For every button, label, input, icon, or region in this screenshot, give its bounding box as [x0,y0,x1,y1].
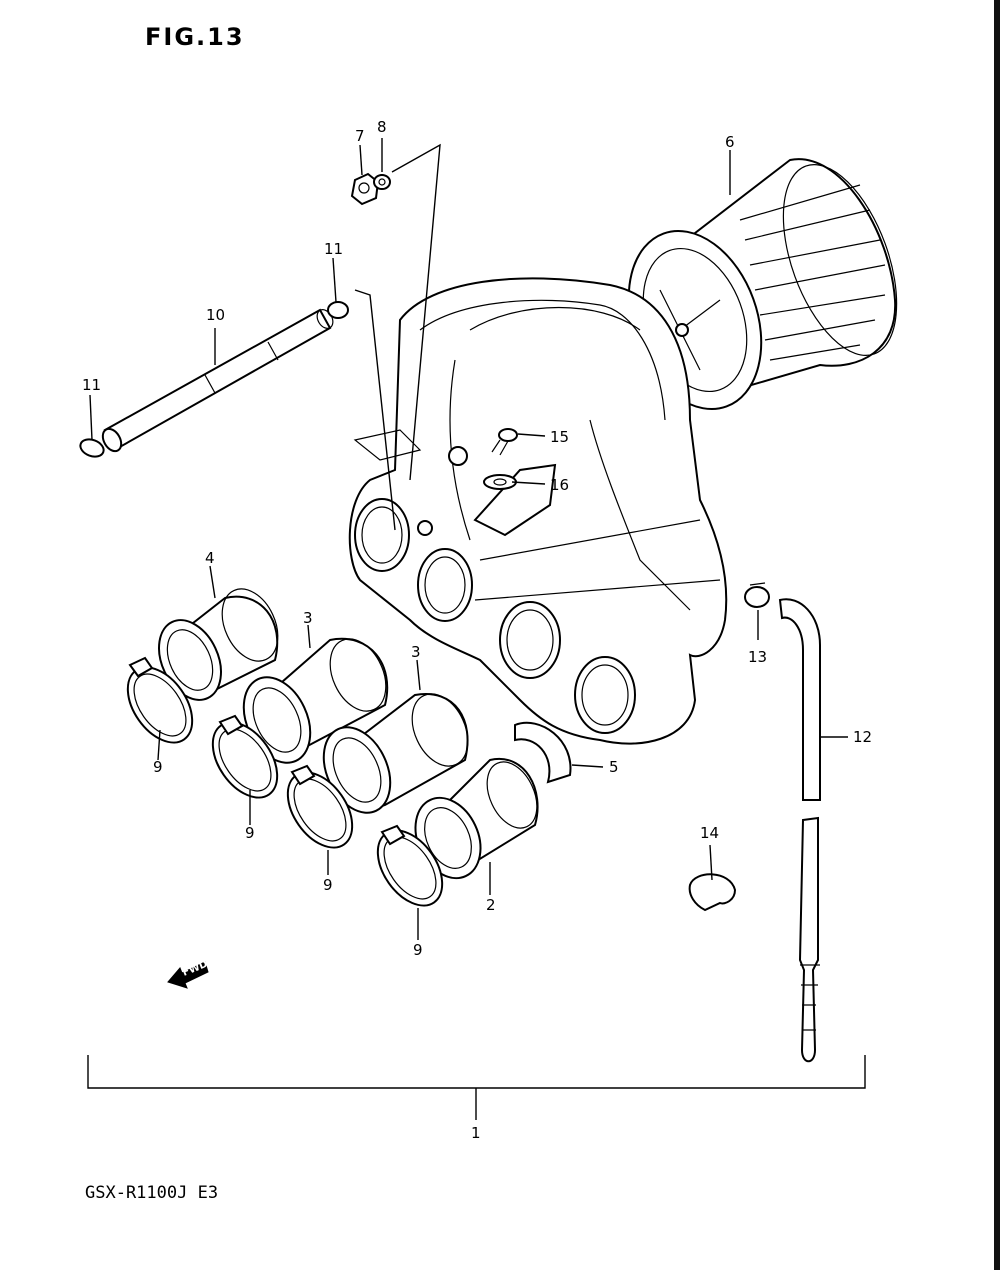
clamp-1 [126,656,194,744]
callout-11-upper: 11 [324,240,343,258]
clamp-4 [376,824,444,907]
callout-11-lower: 11 [82,376,101,394]
callout-9-d: 9 [413,941,423,959]
circlip-lower [79,438,105,458]
callout-1: 1 [471,1124,481,1142]
callout-10: 10 [206,306,225,324]
callout-8: 8 [377,118,387,136]
callout-14: 14 [700,824,719,842]
scan-edge-bar [994,0,1000,1270]
callout-15: 15 [550,428,569,446]
callout-5: 5 [609,758,619,776]
assembly-bracket [87,1055,866,1120]
callout-9-b: 9 [245,824,255,842]
leader-lines [89,138,848,940]
nut [350,172,380,206]
callout-3-right: 3 [411,643,421,661]
intake-boot-4 [158,588,279,701]
intake-boot-3-right [322,693,469,814]
callout-7: 7 [355,127,365,145]
callout-9-c: 9 [323,876,333,894]
model-label: GSX-R1100J E3 [85,1183,218,1203]
air-box-housing [348,277,728,745]
damper-washer [483,474,517,490]
screw [491,428,518,456]
clamp-2 [211,714,279,799]
callout-12: 12 [853,728,872,746]
clamp-3 [286,764,354,849]
intake-ports [354,498,636,734]
hose-clip [744,582,770,608]
callout-9-a: 9 [153,758,163,776]
washer [373,174,391,190]
callout-labels: 1 2 3 3 4 5 6 7 8 9 9 9 9 10 11 11 12 13… [82,118,872,1142]
figure-title: FIG.13 [145,23,245,51]
callout-3-left: 3 [303,609,313,627]
callout-2: 2 [486,896,496,914]
callout-16: 16 [550,476,569,494]
seal-band [514,721,572,784]
circlip-upper [327,301,349,319]
callout-13: 13 [748,648,767,666]
callout-4: 4 [205,549,215,567]
grommet [417,446,468,536]
drain-hose [778,598,821,1063]
forward-arrow-icon: FWD [167,959,209,989]
breather-pipe [101,308,334,453]
callout-6: 6 [725,133,735,151]
